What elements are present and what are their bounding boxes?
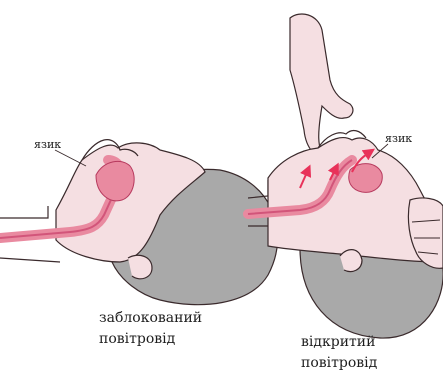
tongue-label-right: язик <box>385 133 412 145</box>
caption-blocked-line2: повітровід <box>99 329 175 350</box>
tongue-label-left: язик <box>34 139 61 151</box>
open-airway-figure <box>248 14 443 338</box>
caption-blocked-line1: заблокований <box>99 308 202 329</box>
caption-open-line1: відкритий <box>301 332 375 353</box>
rescuer-hand <box>290 14 353 158</box>
caption-open-line2: повітровід <box>301 353 377 374</box>
blocked-airway-figure <box>0 140 278 305</box>
